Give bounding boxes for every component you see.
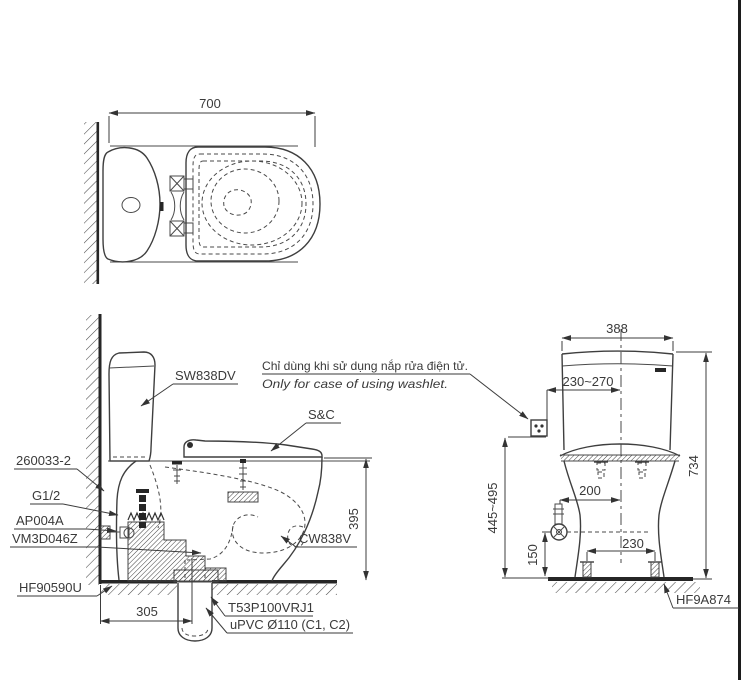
wall-line-side-view bbox=[98, 314, 102, 584]
hinge-bolts-rear bbox=[594, 461, 649, 479]
floor-line-left bbox=[100, 580, 177, 584]
dim-734: 734 bbox=[676, 351, 712, 579]
label-s-and-c-text: S&C bbox=[308, 407, 335, 422]
label-g12: G1/2 bbox=[30, 488, 119, 517]
label-ap004a: AP004A bbox=[14, 513, 117, 534]
dim-395-value: 395 bbox=[346, 508, 361, 530]
dim-734-value: 734 bbox=[686, 455, 701, 477]
label-hf90590u: HF90590U bbox=[17, 580, 113, 597]
label-sw838dv-text: SW838DV bbox=[175, 368, 236, 383]
dim-445-495: 445~495 bbox=[485, 436, 546, 578]
top-view: 700 bbox=[84, 96, 321, 284]
label-ap004a-text: AP004A bbox=[16, 513, 64, 528]
tank-top-view bbox=[102, 146, 164, 263]
label-cw838v-text: CW838V bbox=[299, 531, 351, 546]
water-spot-dashed bbox=[223, 189, 252, 216]
label-vm3d046z-text: VM3D046Z bbox=[12, 531, 78, 546]
wall-hatch-side-view bbox=[86, 315, 99, 585]
floor-hatch-right bbox=[212, 584, 337, 595]
label-hf9a874: HF9A874 bbox=[663, 583, 739, 609]
floor-hatch-left bbox=[100, 584, 177, 595]
washlet-note-en: Only for case of using washlet. bbox=[262, 377, 448, 391]
seat-lid-top-view bbox=[185, 146, 321, 262]
rear-view: 388 230~270 734 445~495 200 bbox=[485, 321, 739, 609]
dim-200-value: 200 bbox=[579, 483, 601, 498]
base-plate-bar bbox=[548, 577, 693, 581]
seat-bolt-side bbox=[227, 459, 259, 503]
tank-center-tick bbox=[160, 202, 164, 211]
dim-230: 230 bbox=[586, 536, 656, 561]
label-260033-2-text: 260033-2 bbox=[16, 453, 71, 468]
drain-pipe-side bbox=[173, 569, 219, 642]
dim-305: 305 bbox=[100, 558, 193, 624]
label-vm3d046z: VM3D046Z bbox=[10, 531, 202, 556]
hinge-bolt-side bbox=[172, 461, 182, 484]
dim-200: 200 bbox=[559, 483, 621, 504]
flush-button-rear bbox=[655, 368, 666, 372]
side-view: 305 395 SW838DV S&C CW838V 260033-2 bbox=[10, 314, 529, 642]
bowl-inner-dashed bbox=[210, 168, 280, 234]
dim-230-value: 230 bbox=[622, 536, 644, 551]
wall-line-top-view bbox=[96, 122, 100, 284]
dim-700: 700 bbox=[108, 96, 316, 147]
dim-388: 388 bbox=[561, 321, 674, 351]
seat-side-view bbox=[183, 439, 323, 458]
dim-305-value: 305 bbox=[136, 604, 158, 619]
label-g12-text: G1/2 bbox=[32, 488, 60, 503]
label-cw838v: CW838V bbox=[280, 531, 357, 548]
seat-hinge-top-view bbox=[169, 175, 194, 237]
seat-rear-view bbox=[559, 443, 681, 462]
supply-valve-rear bbox=[550, 503, 650, 541]
dim-150: 150 bbox=[525, 531, 551, 577]
dim-230-270-value: 230~270 bbox=[563, 374, 614, 389]
floor-line-right bbox=[212, 580, 337, 584]
seat-bolt-gasket bbox=[227, 491, 259, 503]
dim-445-495-value: 445~495 bbox=[485, 483, 500, 534]
dim-395: 395 bbox=[324, 457, 372, 581]
label-t53p100vrj1: T53P100VRJ1 bbox=[210, 596, 314, 617]
wall-flange bbox=[100, 525, 111, 540]
label-260033-2: 260033-2 bbox=[14, 453, 105, 492]
label-sw838dv: SW838DV bbox=[140, 368, 238, 407]
tank-rear-view bbox=[561, 350, 674, 451]
dim-700-value: 700 bbox=[199, 96, 221, 111]
page-edge-border bbox=[738, 0, 741, 680]
wall-hatch-top-view bbox=[84, 122, 97, 284]
hinge-pivot bbox=[187, 442, 193, 448]
label-t53p100vrj1-text: T53P100VRJ1 bbox=[228, 600, 314, 615]
label-s-and-c: S&C bbox=[270, 407, 341, 452]
label-upvc: uPVC Ø110 (C1, C2) bbox=[205, 607, 353, 634]
label-upvc-text: uPVC Ø110 (C1, C2) bbox=[230, 617, 350, 632]
label-hf9a874-text: HF9A874 bbox=[676, 592, 731, 607]
dim-230-270: 230~270 bbox=[546, 374, 621, 420]
label-hf90590u-text: HF90590U bbox=[19, 580, 82, 595]
bowl-opening-dashed bbox=[201, 160, 303, 246]
washlet-note: Chỉ dùng khi sử dụng nắp rửa điện tử. On… bbox=[262, 358, 529, 420]
flush-button-top-view bbox=[121, 197, 141, 213]
tank-side-view bbox=[108, 351, 156, 462]
outlet-box bbox=[530, 419, 548, 437]
dim-150-value: 150 bbox=[525, 544, 540, 566]
floor-bolts-rear bbox=[580, 561, 662, 578]
floor-hatch-rear bbox=[552, 582, 700, 593]
bowl-rear-view bbox=[563, 460, 676, 578]
washlet-note-vi: Chỉ dùng khi sử dụng nắp rửa điện tử. bbox=[262, 358, 468, 373]
seat-seam-hatch bbox=[561, 455, 679, 461]
dim-388-value: 388 bbox=[606, 321, 628, 336]
